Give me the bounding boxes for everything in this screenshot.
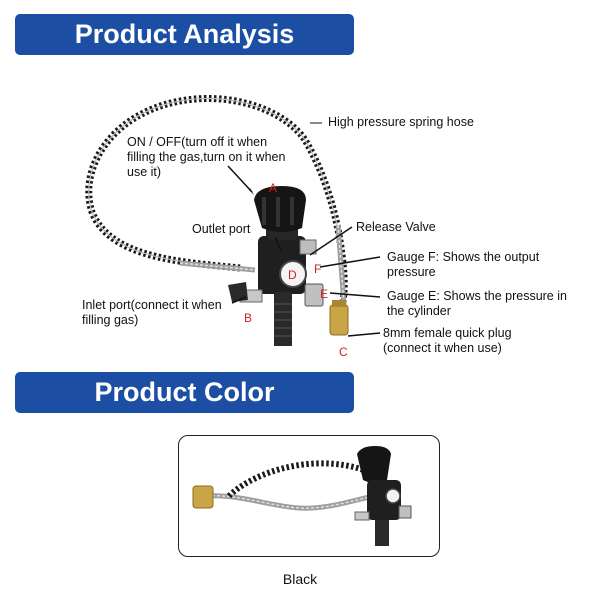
marker-d: D <box>288 268 297 282</box>
product-color-title: Product Color <box>94 377 275 407</box>
quick-plug-label: 8mm female quick plug (connect it when u… <box>383 326 512 355</box>
gauge-d <box>279 260 307 288</box>
product-analysis-title: Product Analysis <box>74 19 295 49</box>
marker-f: F <box>314 262 322 276</box>
marker-b: B <box>244 311 253 325</box>
color-caption: Black <box>282 571 318 587</box>
product-color-frame <box>178 435 440 557</box>
gauge-f-label: Gauge F: Shows the output pressure <box>387 250 540 279</box>
cylinder-thread <box>274 292 292 346</box>
onoff-label: ON / OFF(turn off it when filling the ga… <box>127 135 286 179</box>
product-thumbnail <box>192 446 412 546</box>
outlet-label: Outlet port <box>192 222 251 236</box>
hose-label: High pressure spring hose <box>328 115 474 129</box>
marker-e: E <box>320 287 329 301</box>
gauge-e-label: Gauge E: Shows the pressure in the cylin… <box>387 289 567 318</box>
quick-plug <box>329 304 349 336</box>
gauge-e <box>304 283 324 307</box>
marker-c: C <box>339 345 348 359</box>
release-label: Release Valve <box>356 220 436 234</box>
product-color-banner: Product Color <box>15 372 354 413</box>
marker-a: A <box>269 181 278 195</box>
inlet-label: Inlet port(connect it when filling gas) <box>82 298 222 327</box>
product-analysis-banner: Product Analysis <box>15 14 354 55</box>
